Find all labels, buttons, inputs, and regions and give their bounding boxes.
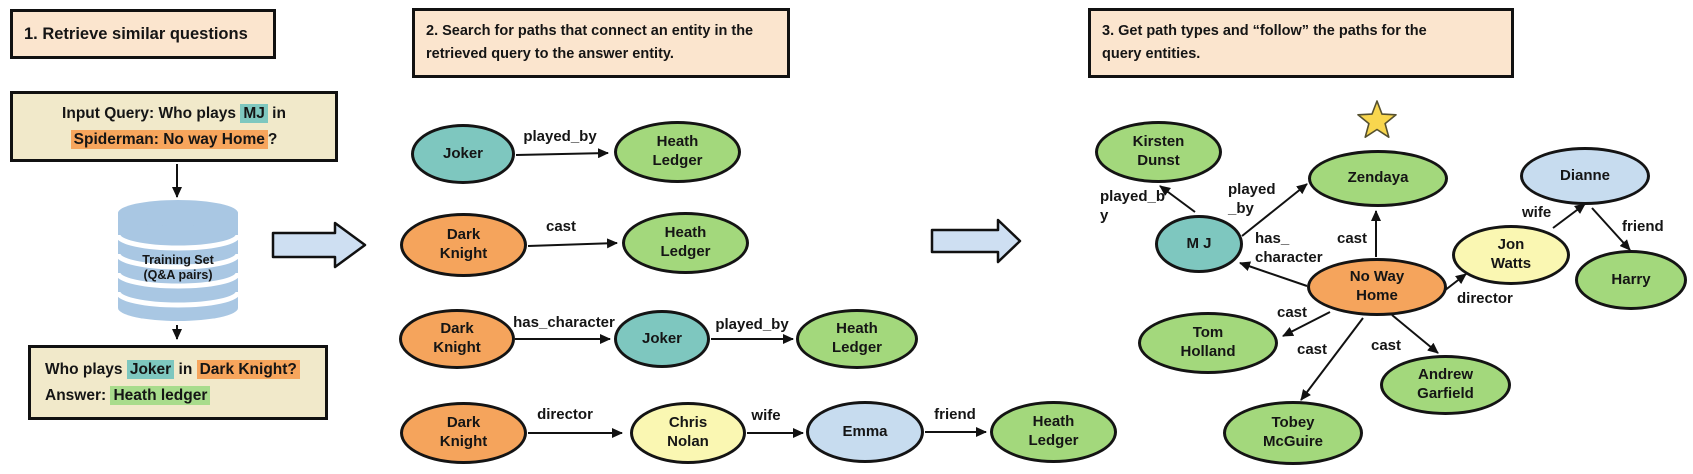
entity-node-tobey-mcguire: Tobey McGuire <box>1223 401 1363 465</box>
step2-header: 2. Search for paths that connect an enti… <box>412 8 790 78</box>
step2-header-label: 2. Search for paths that connect an enti… <box>426 23 754 62</box>
entity-node-kirsten-dunst: Kirsten Dunst <box>1095 121 1222 183</box>
edge-label-wife: wife <box>751 407 781 424</box>
step2-edges <box>515 148 987 438</box>
input-query-line1: Input Query: Who plays MJ in <box>13 101 335 127</box>
highlight-spiderman: Spiderman: No way Home <box>70 130 268 149</box>
retrieved-text: Who plays <box>45 361 127 378</box>
flow-arrow-icon-2 <box>930 218 1022 264</box>
entity-node-dianne: Dianne <box>1520 147 1650 205</box>
entity-node-heath-ledger: Heath Ledger <box>796 309 918 369</box>
flow-arrow-icon-1 <box>271 221 367 269</box>
highlight-joker: Joker <box>126 360 175 379</box>
entity-node-heath-ledger: Heath Ledger <box>614 121 741 183</box>
edge-jonwatts-dianne <box>1552 203 1586 229</box>
edge-label-friend: friend <box>1622 218 1664 235</box>
edge-mj-kirsten <box>1159 185 1196 213</box>
input-query-box: Input Query: Who plays MJ in Spiderman: … <box>10 91 338 162</box>
input-query-line2: Spiderman: No way Home? <box>13 127 335 153</box>
entity-node-andrew-garfield: Andrew Garfield <box>1380 355 1511 415</box>
entity-node-dark-knight: Dark Knight <box>399 309 515 369</box>
entity-node-joker: Joker <box>411 124 515 184</box>
entity-node-mj: M J <box>1155 215 1243 273</box>
input-query-text: Input Query: Who plays <box>62 105 241 122</box>
entity-node-dark-knight: Dark Knight <box>400 213 527 277</box>
edge-label-cast: cast <box>1371 337 1402 354</box>
retrieved-text: Answer: <box>45 387 111 404</box>
entity-node-joker: Joker <box>614 310 710 368</box>
step3-header-label: 3. Get path types and “follow” the paths… <box>1102 23 1427 62</box>
entity-node-heath-ledger: Heath Ledger <box>990 401 1117 463</box>
edge-label-director: director <box>537 406 593 423</box>
entity-node-tom-holland: Tom Holland <box>1138 312 1278 374</box>
entity-node-chris-nolan: Chris Nolan <box>630 402 746 464</box>
entity-node-heath-ledger: Heath Ledger <box>622 212 749 274</box>
edge-joker-heath <box>515 148 609 159</box>
highlight-heathledger: Heath ledger <box>110 386 211 405</box>
entity-node-zendaya: Zendaya <box>1308 150 1448 207</box>
highlight-mj: MJ <box>240 104 268 123</box>
retrieved-question-box: Who plays Joker in Dark Knight? Answer: … <box>28 345 328 420</box>
input-query-text: in <box>267 105 286 122</box>
edge-label-cast: cast <box>1297 341 1328 358</box>
edge-nwh-jonwatts <box>1443 273 1467 292</box>
database-label: Training Set (Q&A pairs) <box>142 253 214 282</box>
input-query-text: ? <box>267 131 278 148</box>
edge-label-friend: friend <box>934 406 976 423</box>
edge-label-played-by: played_by <box>715 316 789 333</box>
retrieved-text: in <box>174 361 197 378</box>
edge-label-director: director <box>1457 290 1513 307</box>
entity-node-emma: Emma <box>806 401 924 463</box>
retrieved-question-line2: Answer: Heath ledger <box>45 383 325 409</box>
retrieved-question-line1: Who plays Joker in Dark Knight? <box>45 357 325 383</box>
step1-header: 1. Retrieve similar questions <box>10 9 276 59</box>
entity-node-harry: Harry <box>1575 250 1687 310</box>
step1-header-label: 1. Retrieve similar questions <box>24 24 248 43</box>
edge-darkknight-heath <box>527 238 618 249</box>
highlight-darkknight: Dark Knight? <box>196 360 300 379</box>
edge-label-cast: cast <box>1337 230 1368 247</box>
edge-label-played-by: played_b y <box>1100 188 1166 224</box>
edge-label-cast: cast <box>545 218 577 235</box>
entity-node-no-way-home: No Way Home <box>1307 258 1447 316</box>
entity-node-jon-watts: Jon Watts <box>1452 225 1570 285</box>
edge-label-cast: cast <box>1277 304 1308 321</box>
step3-header: 3. Get path types and “follow” the paths… <box>1088 8 1514 78</box>
edge-label-has-character: has_character <box>513 314 615 331</box>
edge-label-wife: wife <box>1522 204 1552 221</box>
star-icon <box>1357 100 1397 138</box>
edge-label-has-character: has_ character <box>1255 230 1323 266</box>
entity-node-dark-knight: Dark Knight <box>400 402 527 464</box>
edge-label-played-by: played _by <box>1228 181 1276 217</box>
edge-label-played-by: played_by <box>523 128 597 145</box>
